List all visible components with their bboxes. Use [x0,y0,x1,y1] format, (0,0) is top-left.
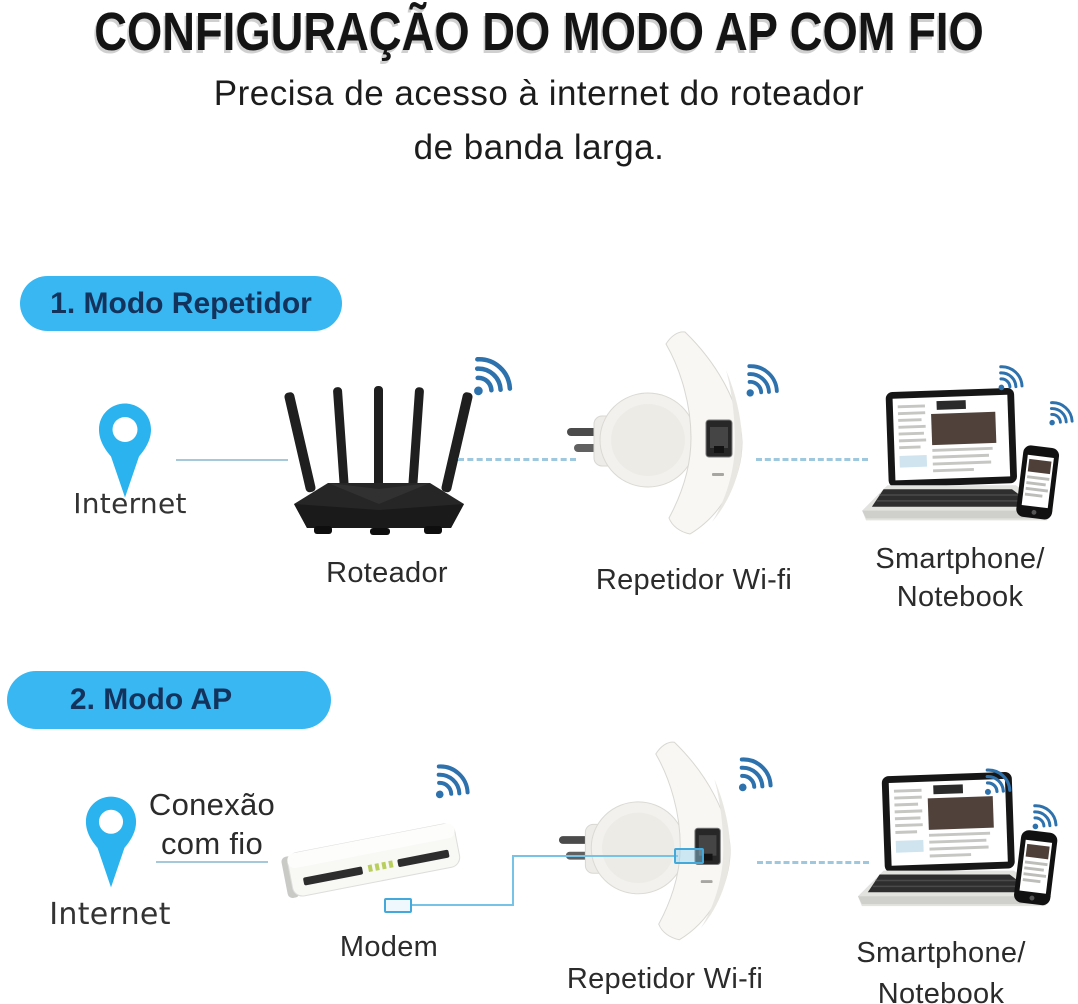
client-label-line2: Notebook [896,581,1024,613]
internet-label: Internet [49,897,171,932]
page-subtitle-line1: Precisa de acesso à internet do roteador [213,74,865,113]
repeater-label: Repetidor Wi-fi [595,564,793,596]
wifi-icon [730,753,776,799]
client-label-line1: Smartphone/ [856,937,1026,969]
wifi-icon [978,765,1014,801]
badge-modo-repetidor: 1. Modo Repetidor [20,276,342,331]
badge-modo-repetidor-label: 1. Modo Repetidor [50,286,312,320]
wifi-icon [427,760,473,806]
ethernet-connector [674,848,704,864]
connector-line-internet-modem [156,861,268,863]
wired-connection-label-line1: Conexão [148,787,276,822]
laptop-phone-image [861,386,1061,522]
location-pin-icon [99,403,151,498]
repeater-image [558,741,731,941]
connector-line-internet-router [176,459,288,461]
laptop-phone-image [857,771,1059,907]
badge-modo-ap-label: 2. Modo AP [69,683,233,716]
wireless-link-repeater-client [756,458,868,461]
wired-connection-label-line2: com fio [160,826,264,861]
ethernet-connector [384,898,412,913]
wifi-icon [992,362,1026,396]
wired-connection-segment [410,904,514,906]
client-label-line2: Notebook [877,978,1005,1004]
internet-label: Internet [73,487,187,520]
page-title: CONFIGURAÇÃO DO MODO AP COM FIO [94,2,984,62]
page-subtitle-line2: de banda larga. [413,128,665,167]
repeater-label: Repetidor Wi-fi [566,963,764,995]
wifi-icon [1026,801,1060,835]
wired-connection-segment [512,855,678,857]
wifi-icon [464,352,516,404]
repeater-image [566,331,743,535]
modem-label: Modem [339,931,439,963]
wireless-link-router-repeater [458,458,576,461]
wired-connection-segment [512,856,514,906]
client-label-line1: Smartphone/ [875,543,1045,575]
modem-image [279,821,462,900]
router-image [283,386,474,535]
router-label: Roteador [326,557,448,589]
wifi-icon [1043,398,1076,431]
wireless-link-repeater-client [757,861,869,864]
wifi-icon [738,360,782,404]
badge-modo-ap: 2. Modo AP [7,671,331,729]
